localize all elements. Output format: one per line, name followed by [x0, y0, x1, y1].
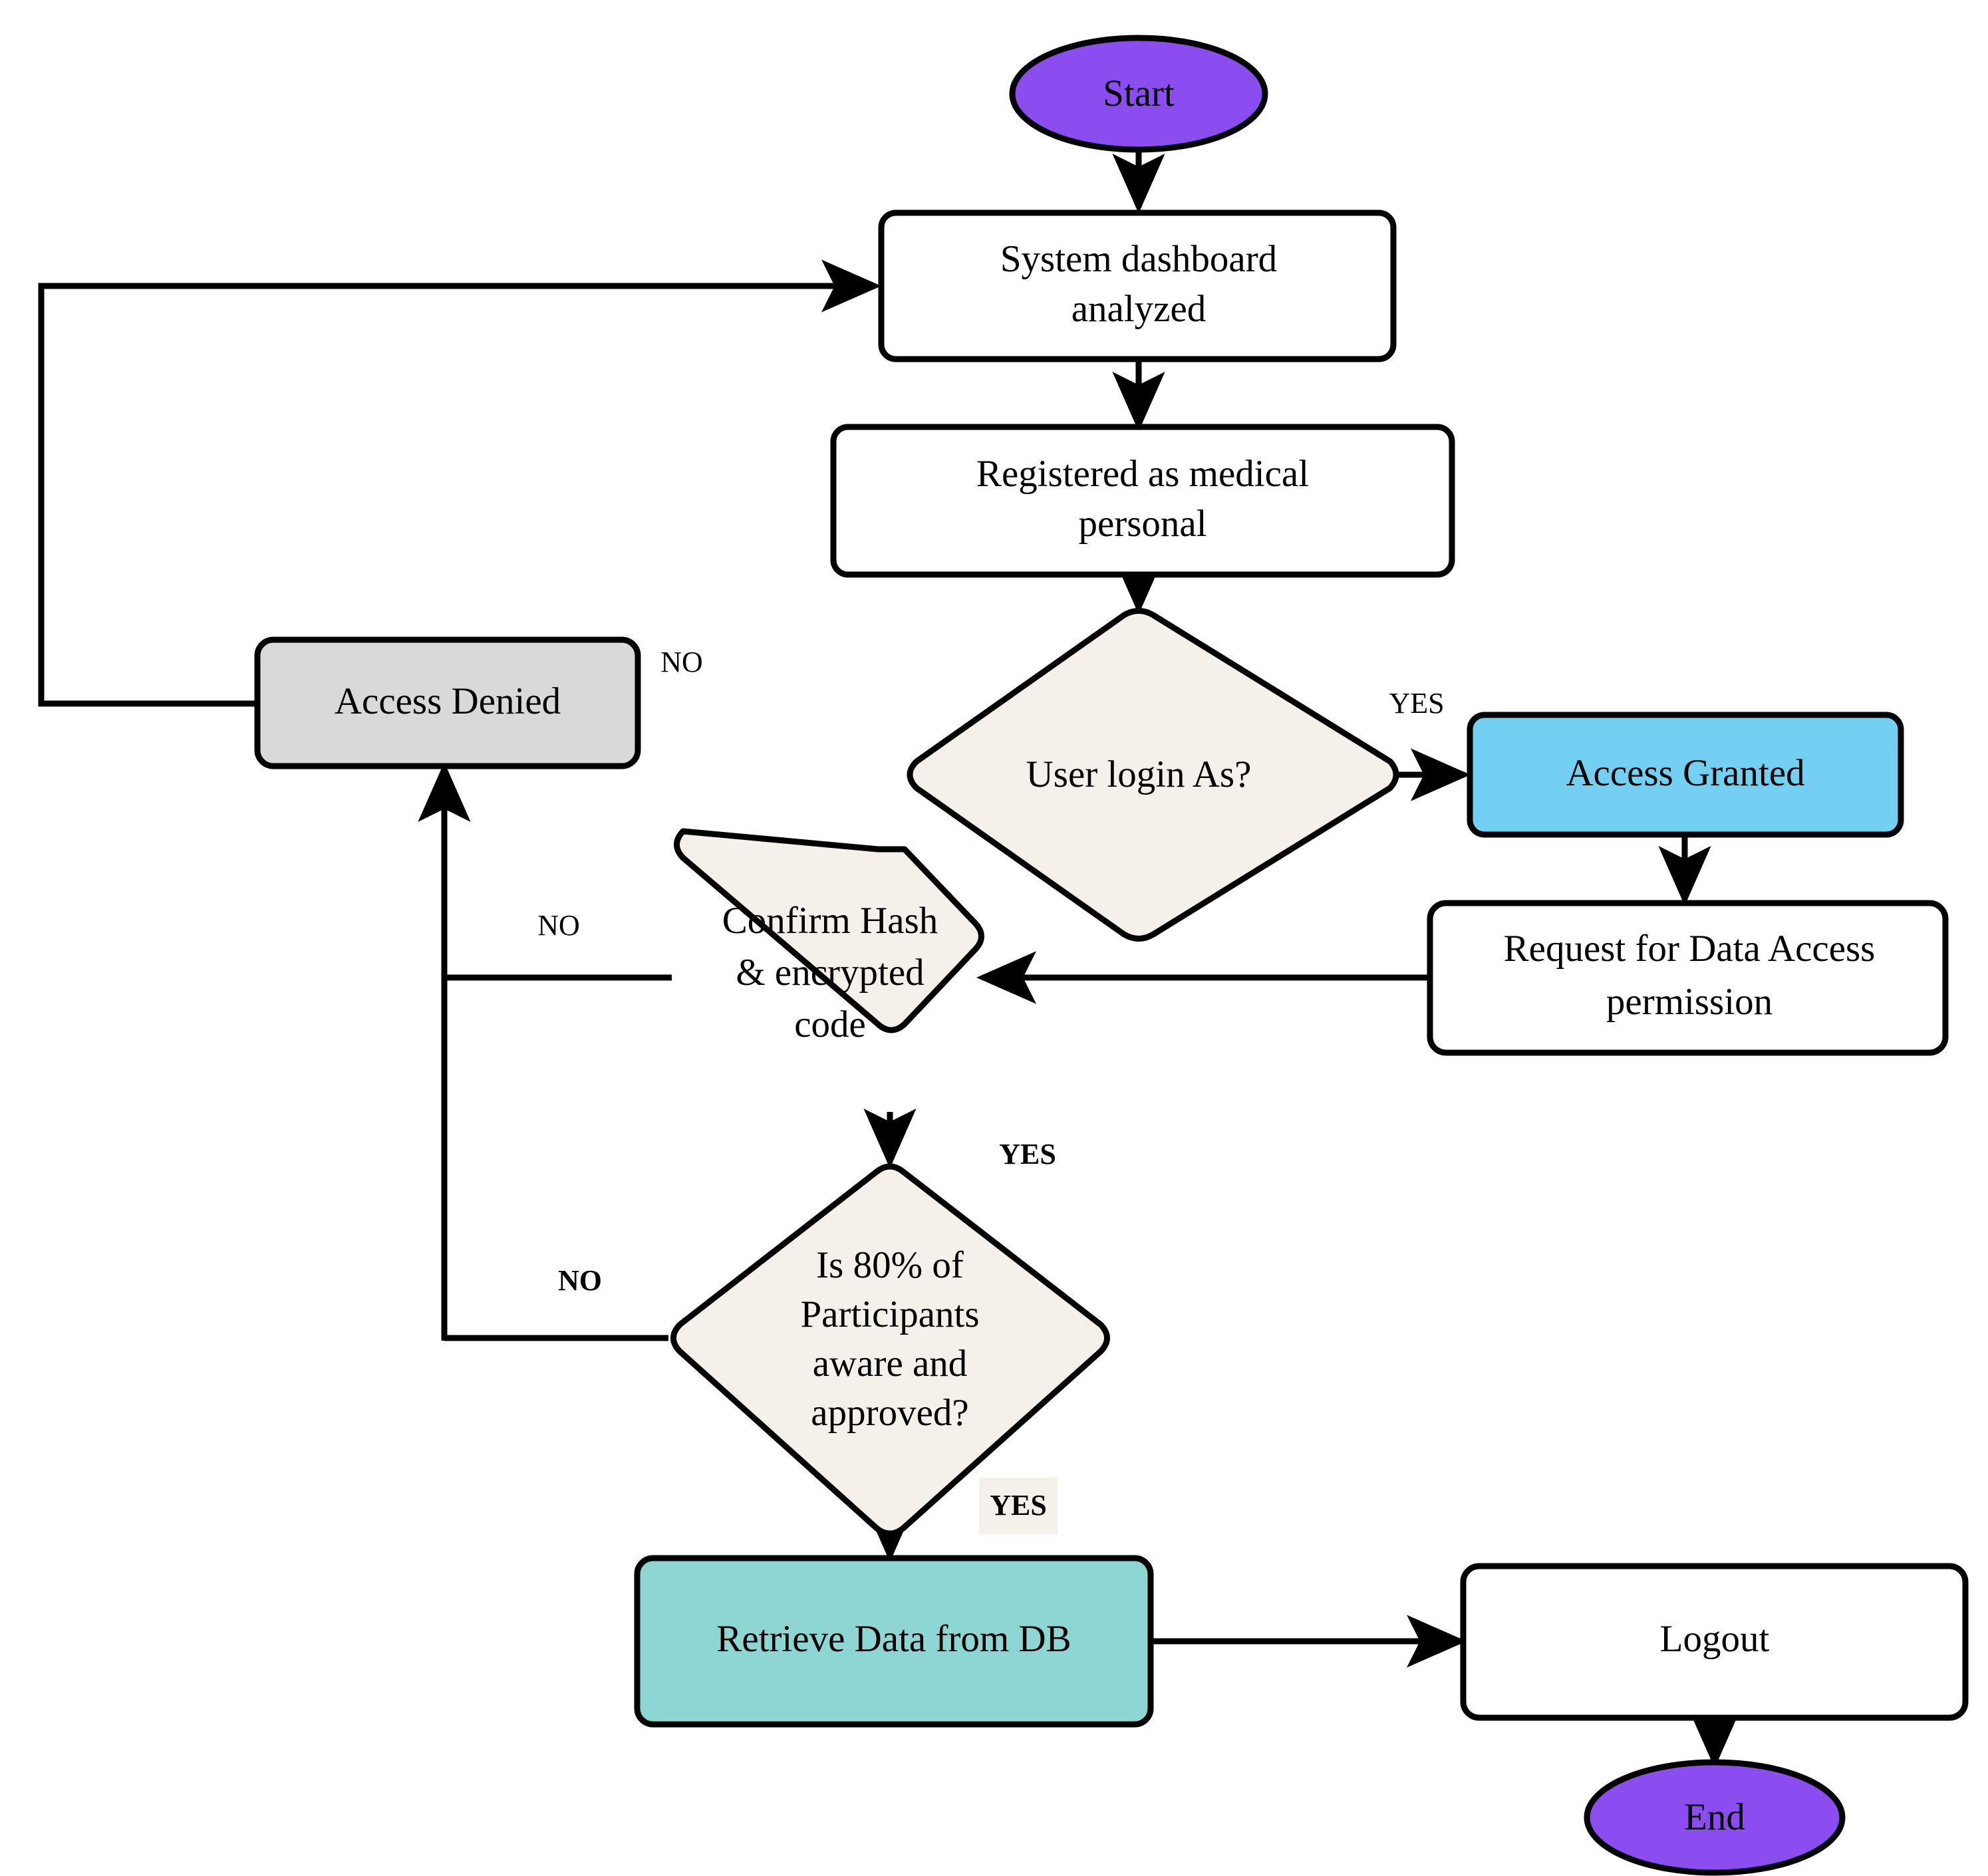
- node-logout[interactable]: Logout: [1460, 1563, 1969, 1721]
- node-start-label: Start: [1103, 72, 1175, 114]
- node-participants-label-line3: aware and: [813, 1343, 968, 1385]
- node-registered-label-line1: Registered as medical: [976, 453, 1309, 495]
- node-system-dashboard-label-line1: System dashboard: [1000, 238, 1277, 280]
- node-request-permission-label-line2: permission: [1606, 981, 1773, 1023]
- node-confirm-hash-decision[interactable]: Confirm Hash & encrypted code: [674, 828, 984, 1045]
- node-access-granted-label: Access Granted: [1566, 752, 1804, 794]
- node-system-dashboard-label-line2: analyzed: [1071, 288, 1207, 330]
- node-confirm-hash-label-line2: & encrypted: [736, 952, 924, 994]
- node-confirm-hash-label-line1: Confirm Hash: [722, 900, 938, 942]
- node-participants-label-line1: Is 80% of: [816, 1244, 964, 1286]
- edge-label-participants-yes-badge: [979, 1478, 1058, 1534]
- node-request-permission[interactable]: Request for Data Access permission: [1427, 900, 1949, 1056]
- edge-label-login-no: NO: [660, 646, 703, 678]
- edge-label-participants-no: NO: [558, 1264, 602, 1297]
- edge-access-denied-loop-to-dashboard: [38, 259, 881, 707]
- node-end-label: End: [1684, 1796, 1745, 1838]
- node-end[interactable]: End: [1584, 1759, 1846, 1876]
- node-participants-decision[interactable]: Is 80% of Participants aware and approve…: [670, 1163, 1110, 1537]
- node-confirm-hash-label-line3: code: [794, 1004, 866, 1045]
- node-access-denied[interactable]: Access Denied: [254, 636, 641, 769]
- edge-label-participants-yes: YES: [990, 1489, 1047, 1522]
- node-request-permission-label-line1: Request for Data Access: [1504, 928, 1876, 970]
- node-logout-label: Logout: [1660, 1618, 1770, 1660]
- node-user-login-label: User login As?: [1026, 753, 1252, 795]
- node-registered-medical[interactable]: Registered as medical personal: [830, 424, 1455, 578]
- node-retrieve-data[interactable]: Retrieve Data from DB: [634, 1555, 1154, 1728]
- node-retrieve-data-label: Retrieve Data from DB: [716, 1618, 1071, 1660]
- node-registered-label-line2: personal: [1078, 503, 1207, 545]
- node-access-denied-label: Access Denied: [335, 680, 561, 722]
- node-participants-label-line2: Participants: [800, 1293, 979, 1335]
- node-start[interactable]: Start: [1009, 35, 1268, 153]
- node-user-login-decision[interactable]: User login As?: [907, 608, 1399, 942]
- node-system-dashboard[interactable]: System dashboard analyzed: [878, 209, 1397, 362]
- node-access-granted[interactable]: Access Granted: [1467, 712, 1904, 838]
- node-participants-label-line4: approved?: [811, 1392, 968, 1434]
- edge-label-hash-no: NO: [537, 909, 580, 942]
- edge-label-login-yes: YES: [1389, 687, 1444, 720]
- edge-label-hash-yes: YES: [999, 1138, 1056, 1170]
